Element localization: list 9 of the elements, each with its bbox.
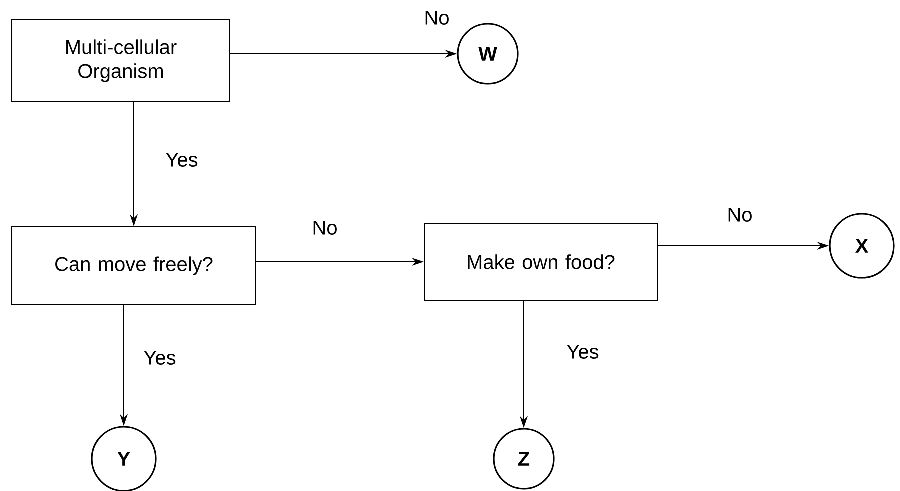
edge-label: No [422, 9, 452, 27]
edge-label: No [725, 206, 755, 224]
decision-box: Multi-cellular Organism [12, 20, 230, 102]
edge-label: No [310, 219, 340, 237]
edge-label: Yes [564, 343, 602, 361]
decision-box: Make own food? [424, 223, 658, 301]
decision-box: Can move freely? [12, 226, 256, 306]
edge-label: Yes [142, 349, 178, 367]
edge-label: Yes [164, 151, 200, 169]
